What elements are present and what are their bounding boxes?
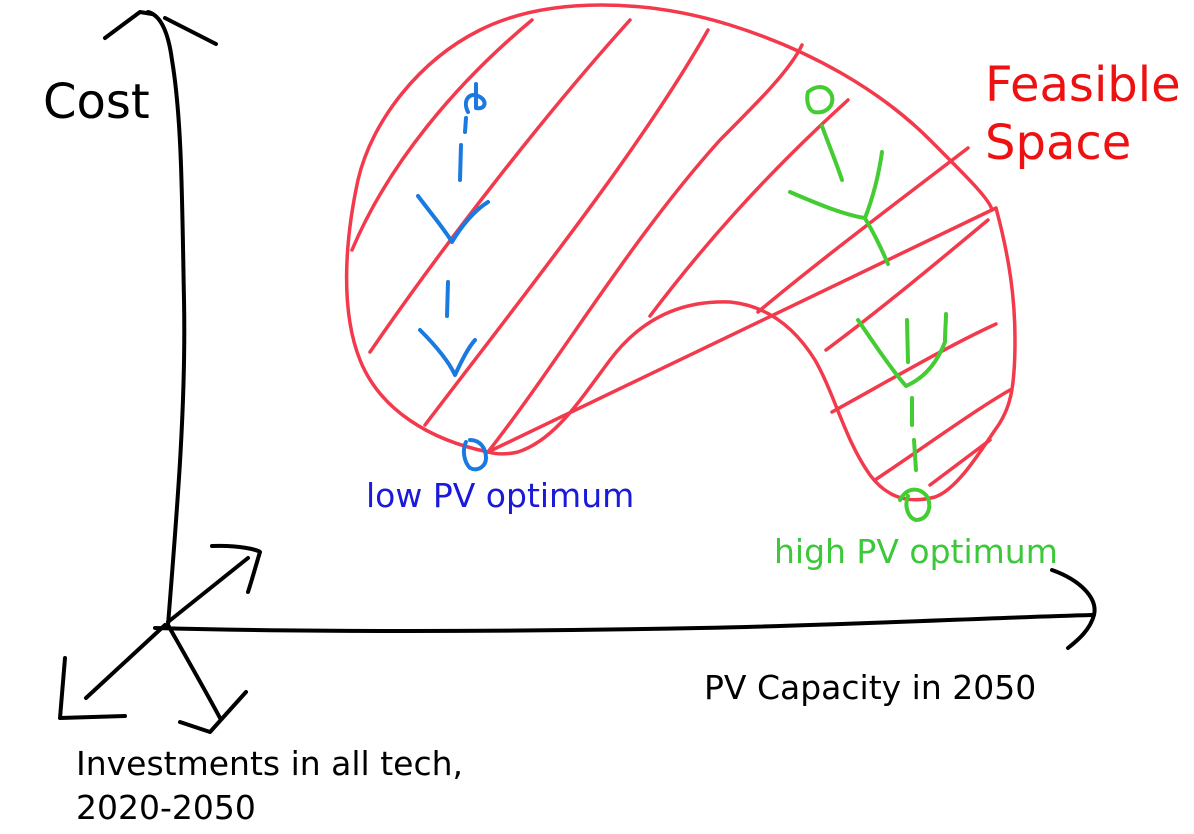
high-pv-dash-1 bbox=[820, 124, 844, 182]
low-pv-optimum-label: low PV optimum bbox=[366, 476, 635, 515]
high-pv-optimum-marker bbox=[898, 487, 932, 522]
investments-axis-line-forward bbox=[166, 556, 250, 624]
pv-capacity-axis-label: PV Capacity in 2050 bbox=[704, 668, 1037, 707]
hatch-line-7 bbox=[824, 218, 990, 352]
high-pv-arrow-2 bbox=[856, 312, 948, 388]
low-pv-dash-2 bbox=[458, 143, 463, 182]
axes bbox=[58, 10, 1097, 734]
investments-axis-line-down bbox=[166, 623, 222, 720]
pv-axis-line bbox=[153, 613, 1094, 633]
high-pv-optimum-label: high PV optimum bbox=[774, 532, 1058, 571]
hatch-line-4 bbox=[486, 43, 804, 454]
high-pv-arrow-1 bbox=[788, 150, 890, 266]
high-pv-start-marker bbox=[805, 85, 835, 115]
investments-axis-line-back bbox=[84, 623, 167, 700]
low-pv-path bbox=[416, 82, 490, 472]
low-pv-dash-3 bbox=[445, 280, 450, 318]
hatch-line-3 bbox=[423, 28, 710, 427]
investments-axis-label-line-2: 2020-2050 bbox=[76, 788, 256, 827]
high-pv-dash-3 bbox=[912, 438, 918, 472]
cost-axis-line bbox=[146, 10, 187, 627]
pv-axis-arrowhead bbox=[1050, 568, 1097, 650]
feasible-space bbox=[344, 3, 1017, 502]
high-pv-path bbox=[788, 85, 948, 522]
hatch-line-1 bbox=[350, 18, 534, 252]
feasible-space-label: Feasible Space bbox=[985, 56, 1181, 172]
feasible-space-label-line-2: Space bbox=[985, 115, 1132, 171]
low-pv-optimum-marker bbox=[461, 438, 488, 472]
hatch-line-8 bbox=[830, 322, 998, 414]
feasible-space-label-line-1: Feasible bbox=[985, 57, 1181, 113]
feasible-space-outline bbox=[344, 3, 1017, 502]
low-pv-start-marker bbox=[463, 82, 487, 114]
cost-axis-label: Cost bbox=[43, 74, 150, 130]
cost-axis-arrowhead bbox=[103, 10, 218, 46]
investments-axis-arrowhead-back bbox=[58, 656, 127, 720]
low-pv-dash-1 bbox=[463, 116, 468, 134]
hatch-line-9 bbox=[873, 388, 1012, 482]
investments-axis-label: Investments in all tech, 2020-2050 bbox=[76, 742, 463, 830]
investments-axis-arrowhead-forward bbox=[210, 543, 262, 594]
investments-axis-label-line-1: Investments in all tech, bbox=[76, 744, 464, 783]
low-pv-arrow-1 bbox=[416, 194, 490, 244]
low-pv-arrow-2 bbox=[418, 328, 477, 377]
hatch-line-10 bbox=[928, 438, 992, 487]
investments-axis-arrowhead-down bbox=[178, 690, 248, 734]
hatch-line-6 bbox=[756, 146, 970, 314]
hatch-line-5 bbox=[648, 98, 850, 318]
hatch-line-2 bbox=[368, 18, 632, 354]
